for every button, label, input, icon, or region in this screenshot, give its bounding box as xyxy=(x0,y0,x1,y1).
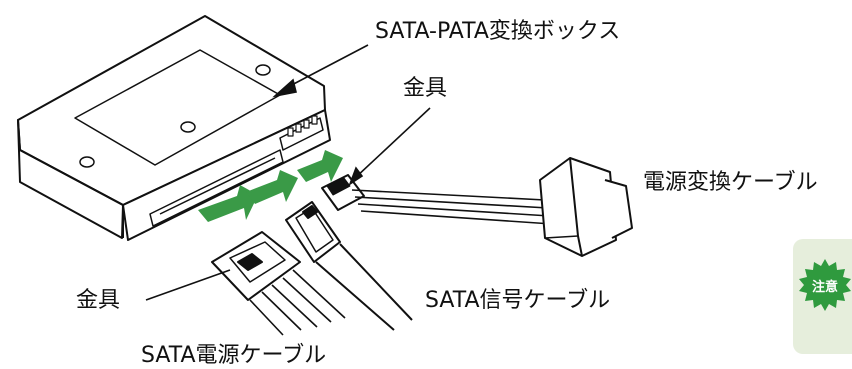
molex-connector xyxy=(539,157,617,257)
label-sata-power-cable: SATA電源ケーブル xyxy=(141,343,327,368)
label-bracket-top: 金具 xyxy=(403,76,448,101)
sata-signal-connector xyxy=(285,201,413,331)
caution-badge-label: 注意 xyxy=(812,280,839,295)
leader-lines xyxy=(145,44,431,301)
sata-signal-cable xyxy=(315,243,413,331)
sata-power-cable xyxy=(249,269,346,336)
power-conversion-cable xyxy=(321,157,633,257)
insert-arrow-3 xyxy=(297,150,343,182)
label-conversion-box: SATA-PATA変換ボックス xyxy=(375,19,621,44)
label-power-conversion-cable: 電源変換ケーブル xyxy=(643,170,818,195)
bracket-left-clip xyxy=(237,253,263,271)
conversion-box xyxy=(17,15,331,241)
insert-arrows xyxy=(198,150,343,222)
label-sata-signal-cable: SATA信号ケーブル xyxy=(425,288,611,313)
label-bracket-left: 金具 xyxy=(76,288,121,313)
caution-badge-icon xyxy=(799,259,851,311)
insert-arrow-1 xyxy=(198,185,258,222)
insert-arrow-2 xyxy=(246,170,298,204)
sata-power-connector xyxy=(211,231,346,336)
